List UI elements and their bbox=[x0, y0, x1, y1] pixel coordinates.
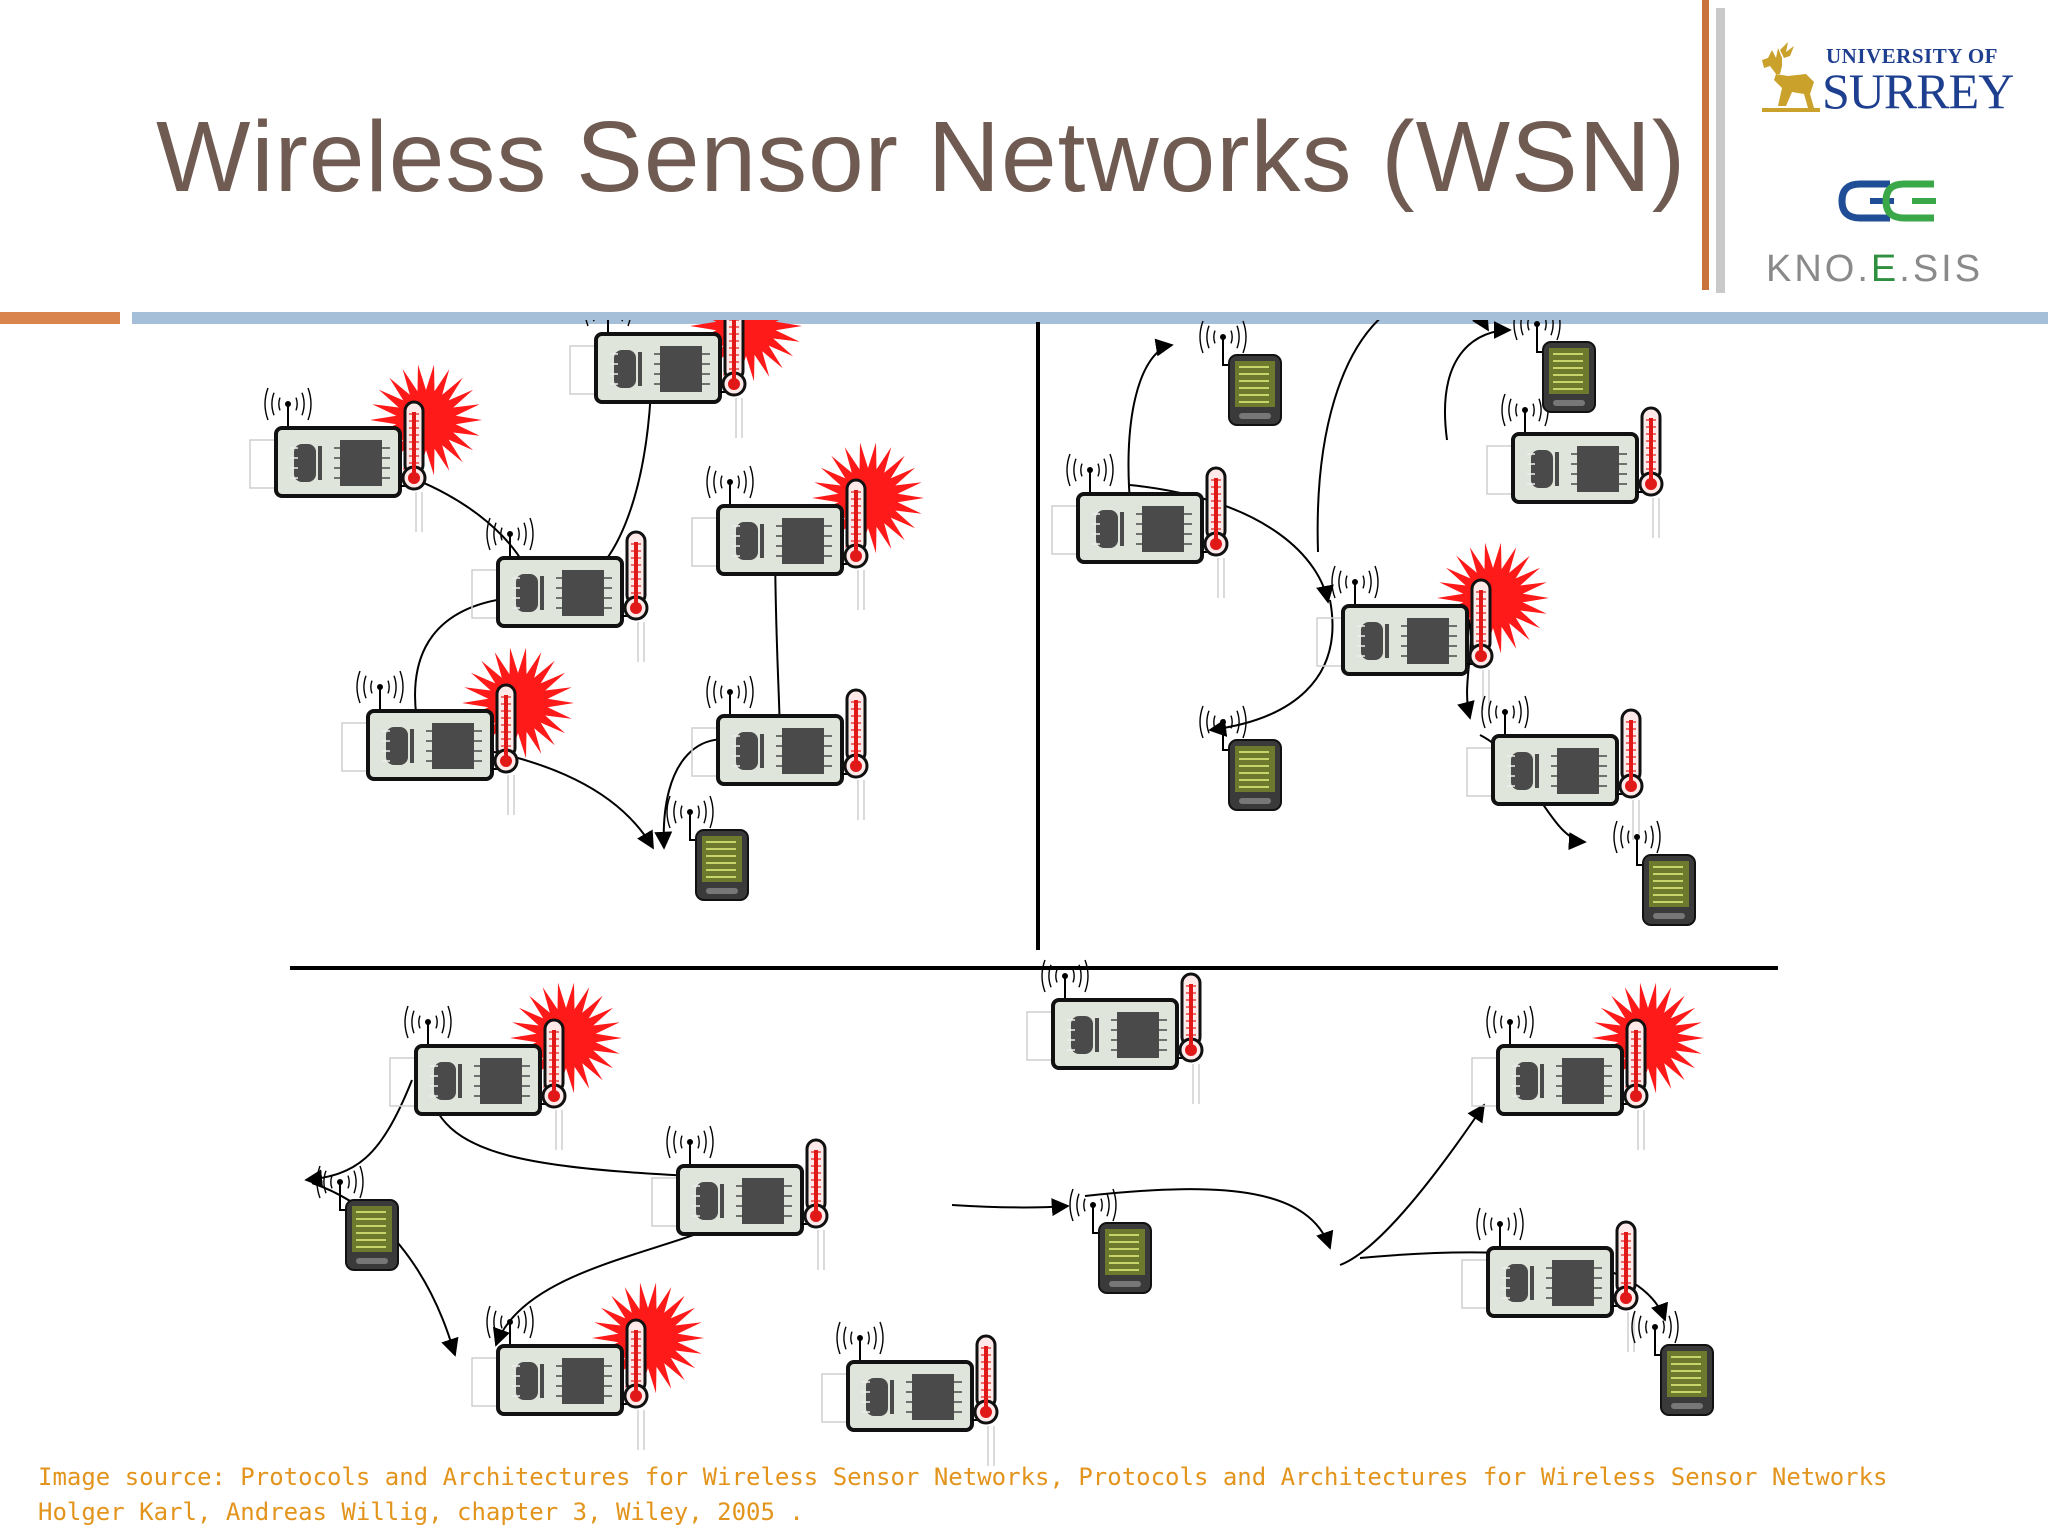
sink-pda-icon bbox=[1199, 320, 1282, 426]
sensor-node-icon bbox=[341, 670, 519, 815]
knoesis-suffix: .SIS bbox=[1899, 248, 1984, 290]
sensor-node-icon bbox=[691, 675, 869, 820]
sensor-node-icon bbox=[1461, 1207, 1639, 1352]
title-underline-accent bbox=[0, 312, 120, 324]
sink-pda-icon bbox=[1069, 1188, 1152, 1294]
sink-pda-icon bbox=[1613, 820, 1696, 926]
radio-link-arrow bbox=[1444, 321, 1512, 441]
sensor-node-icon bbox=[1466, 695, 1644, 840]
sink-pda-icon bbox=[316, 1165, 399, 1271]
event-burst-icon bbox=[1437, 542, 1549, 654]
radio-link-arrow bbox=[1084, 1188, 1334, 1250]
sensor-node-icon bbox=[569, 320, 747, 438]
surrey-logo-line2: SURREY bbox=[1822, 63, 2014, 119]
caption-line-2: Holger Karl, Andreas Willig, chapter 3, … bbox=[38, 1498, 804, 1526]
radio-link-arrow bbox=[304, 1079, 413, 1188]
event-burst-icon bbox=[1592, 982, 1704, 1094]
sensor-node-icon bbox=[471, 1305, 649, 1450]
knoesis-mark-icon bbox=[1838, 180, 1936, 222]
radio-link-arrow bbox=[1208, 599, 1334, 737]
radio-link-arrow bbox=[951, 1198, 1070, 1217]
surrey-logo-line1: UNIVERSITY OF bbox=[1826, 44, 1998, 68]
knoesis-e: E bbox=[1870, 248, 1900, 290]
radio-link-arrow bbox=[1316, 320, 1489, 553]
event-burst-icon bbox=[592, 1282, 704, 1394]
sink-pda-icon bbox=[1199, 705, 1282, 811]
sensor-node-icon bbox=[389, 1005, 567, 1150]
slide-title: Wireless Sensor Networks (WSN) bbox=[156, 101, 1687, 213]
wsn-diagram bbox=[249, 320, 1778, 1466]
sensor-node-icon bbox=[1486, 393, 1664, 538]
sensor-node-icon bbox=[1026, 959, 1204, 1104]
sink-pda-icon bbox=[666, 795, 749, 901]
radio-link-arrow bbox=[1127, 338, 1174, 523]
sink-pda-icon bbox=[1631, 1310, 1714, 1416]
sink-pda-icon bbox=[1513, 320, 1596, 413]
sensor-node-icon bbox=[471, 517, 649, 662]
knoesis-prefix: KNO. bbox=[1766, 248, 1871, 290]
sensor-node-icon bbox=[651, 1125, 829, 1270]
sensor-node-icon bbox=[249, 387, 427, 532]
image-source-caption: Image source: Protocols and Architecture… bbox=[38, 1460, 1888, 1530]
header-divider-grey bbox=[1716, 8, 1725, 293]
sensor-node-icon bbox=[691, 465, 869, 610]
title-underline bbox=[132, 312, 2048, 324]
knoesis-logo-text: KNO.E.SIS bbox=[1766, 248, 1983, 291]
radio-link-arrow bbox=[1339, 1103, 1486, 1266]
sensor-node-icon bbox=[1051, 453, 1229, 598]
sensor-node-icon bbox=[1471, 1005, 1649, 1150]
sensor-node-icon bbox=[1316, 565, 1494, 710]
sensor-node-icon bbox=[821, 1321, 999, 1466]
event-burst-icon bbox=[510, 982, 622, 1094]
event-burst-icon bbox=[370, 364, 482, 476]
surrey-stag-logo-icon bbox=[1762, 42, 1820, 112]
radio-link-arrow bbox=[311, 1182, 459, 1357]
caption-line-1: Image source: Protocols and Architecture… bbox=[38, 1463, 1888, 1491]
event-burst-icon bbox=[812, 442, 924, 554]
event-burst-icon bbox=[462, 647, 574, 759]
header-divider-orange bbox=[1702, 0, 1709, 290]
